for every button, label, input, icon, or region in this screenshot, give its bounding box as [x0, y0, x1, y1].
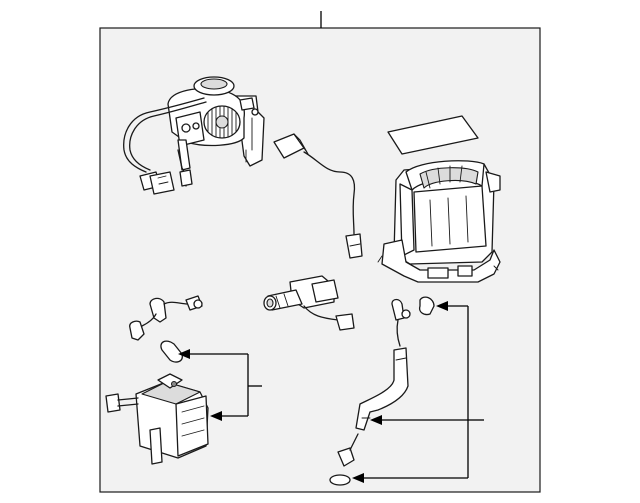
temperature-sensor-lead[interactable] [273, 133, 363, 259]
blower-case-housing[interactable] [377, 160, 501, 283]
hose-fitting-top[interactable] [391, 298, 411, 347]
hose-fitting-bottom[interactable] [337, 433, 359, 467]
drain-hose[interactable] [355, 347, 409, 431]
seal-grommet-bottom[interactable] [329, 474, 351, 486]
damper-actuator-assembly[interactable] [105, 373, 209, 465]
gasket-sheet[interactable] [387, 115, 479, 155]
left-group-leader [178, 349, 262, 421]
wire-harness-connector[interactable] [123, 97, 207, 195]
seal-grommet-right[interactable] [418, 296, 435, 316]
servo-actuator[interactable] [263, 275, 355, 331]
aspirator-sensor-bracket[interactable] [129, 295, 203, 341]
right-group-leader [352, 301, 484, 483]
